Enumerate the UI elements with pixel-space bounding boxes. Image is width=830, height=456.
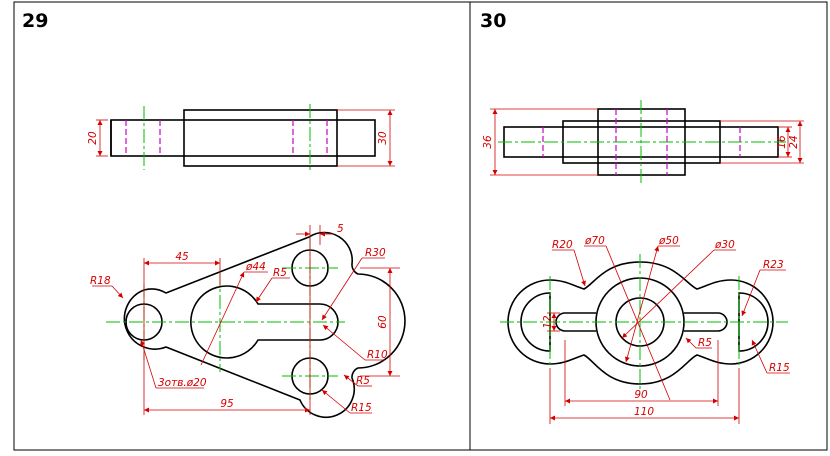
dim-90: 90 [634,389,648,401]
dim-phi44: ø44 [245,261,266,273]
panel-30-top-view: 36 16 24 [482,100,804,184]
dim-60: 60 [377,315,389,329]
panel-29-number: 29 [22,10,48,32]
dim-r5-slot: R5 [273,267,287,279]
panel-30-front-view: R20 ø70 ø50 ø30 R23 12 R5 R15 90 110 [500,235,790,424]
dim-r18: R18 [90,275,111,287]
dim-phi50: ø50 [658,235,679,247]
dim-phi70: ø70 [584,235,605,247]
dim-12: 12 [542,315,554,329]
dim-r5-edge: R5 [356,375,370,387]
panel-30-number: 30 [480,10,506,32]
dim-holes: 3отв.ø20 [158,377,207,389]
dim-phi30: ø30 [714,239,735,251]
dim-r15: R15 [351,402,372,414]
page-frame [13,1,828,451]
dim-r5: R5 [698,337,712,349]
dim-r15: R15 [769,362,790,374]
dim-36: 36 [482,135,494,149]
dim-r20: R20 [552,239,573,251]
panel-29-front-view: 45 5 R30 R18 R5 ø44 60 R10 3отв.ø20 R5 9… [90,223,406,419]
dim-r30: R30 [365,247,386,259]
dim-45: 45 [175,251,189,263]
dim-30: 30 [377,131,389,145]
dim-110: 110 [634,406,654,418]
dim-r10: R10 [367,349,388,361]
dim-16: 16 [776,135,788,149]
dim-24: 24 [788,135,800,148]
dim-5: 5 [337,223,344,235]
panel-29-top-view: 20 30 [87,104,395,172]
dim-20: 20 [87,131,99,145]
dim-95: 95 [220,398,234,410]
dim-r23: R23 [763,259,784,271]
